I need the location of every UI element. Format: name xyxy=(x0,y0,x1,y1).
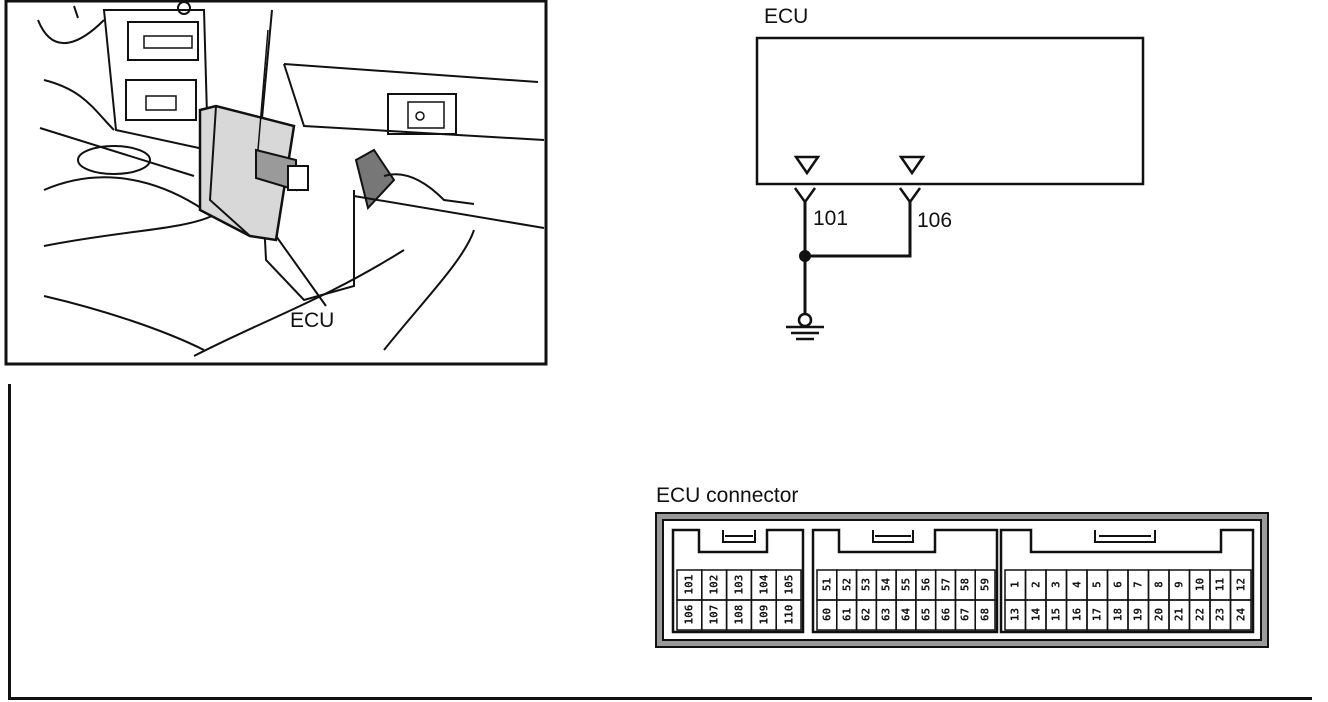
pin-number: 54 xyxy=(879,577,893,592)
pin-number: 65 xyxy=(919,607,933,622)
frame-bottom-line xyxy=(8,697,1312,700)
pin-number: 55 xyxy=(899,577,913,592)
pin-cell xyxy=(1229,599,1252,631)
pin-number: 105 xyxy=(782,574,796,595)
pin-number: 24 xyxy=(1234,607,1248,622)
pin-number: 67 xyxy=(958,607,972,622)
pin-number: 21 xyxy=(1172,607,1186,622)
pin-number: 61 xyxy=(840,607,854,622)
pin-number: 13 xyxy=(1008,607,1022,622)
connector-title: ECU connector xyxy=(656,484,799,507)
connector-block-left xyxy=(671,528,805,634)
ground-point xyxy=(797,312,813,328)
ecu-schematic: ECU 101 106 xyxy=(740,0,1160,350)
pin-number: 17 xyxy=(1090,607,1104,622)
pin-number: 59 xyxy=(978,577,992,592)
pin-number: 10 xyxy=(1193,577,1207,592)
pin-number: 102 xyxy=(707,574,721,595)
pin-number: 22 xyxy=(1193,607,1207,622)
pin-number: 66 xyxy=(939,607,953,622)
frame-left-line xyxy=(8,384,11,700)
pin-101-marker xyxy=(793,155,821,176)
pin-number: 2 xyxy=(1029,581,1043,588)
pin-label-101: 101 xyxy=(813,207,849,230)
pin-106-marker xyxy=(898,155,926,176)
pin-number: 51 xyxy=(820,577,834,592)
splice-dot xyxy=(799,250,811,262)
pin-number: 15 xyxy=(1049,607,1063,622)
pin-number: 101 xyxy=(682,574,696,595)
pin-number: 18 xyxy=(1111,607,1125,622)
ground-icon xyxy=(786,325,824,341)
pin-number: 19 xyxy=(1131,607,1145,622)
ecu-callout-label: ECU xyxy=(290,309,335,332)
pin-grid xyxy=(676,569,1252,631)
pin-number: 11 xyxy=(1213,577,1227,592)
pin-number: 56 xyxy=(919,577,933,592)
pin-number: 104 xyxy=(757,574,771,595)
pin-number: 23 xyxy=(1213,607,1227,622)
ecu-box xyxy=(755,36,1145,186)
pin-number: 57 xyxy=(939,577,953,592)
pin-number: 16 xyxy=(1070,607,1084,622)
pin-number: 107 xyxy=(707,604,721,625)
pin-number: 58 xyxy=(958,577,972,592)
pin-number: 4 xyxy=(1070,581,1084,588)
pin-cell xyxy=(775,599,802,631)
pin-number: 63 xyxy=(879,607,893,622)
pin-number: 103 xyxy=(732,574,746,595)
pin-number: 7 xyxy=(1131,581,1145,588)
pin-number: 8 xyxy=(1152,581,1166,588)
pin-number: 20 xyxy=(1152,607,1166,622)
pin-number: 64 xyxy=(899,607,913,622)
connector-housing xyxy=(655,512,1269,648)
pin-number: 109 xyxy=(757,604,771,625)
connector-block-mid xyxy=(811,528,999,634)
pin-number: 5 xyxy=(1090,581,1104,588)
pin-number: 108 xyxy=(732,604,746,625)
location-illustration: ECU xyxy=(4,0,548,366)
pin-label-106: 106 xyxy=(917,209,953,232)
pin-number: 53 xyxy=(859,577,873,592)
pin-cell xyxy=(974,599,996,631)
pin-number: 14 xyxy=(1029,607,1043,622)
pin-number: 62 xyxy=(859,607,873,622)
pin-number: 1 xyxy=(1008,581,1022,588)
schematic-wiring xyxy=(755,36,1145,341)
pin-number: 52 xyxy=(840,577,854,592)
schematic-title: ECU xyxy=(764,5,809,28)
pin-number: 106 xyxy=(682,604,696,625)
pin-number: 3 xyxy=(1049,581,1063,588)
pin-number: 12 xyxy=(1234,577,1248,592)
dashboard-drawing xyxy=(4,0,548,366)
pin-number: 6 xyxy=(1111,581,1125,588)
pin-number: 9 xyxy=(1172,581,1186,588)
pin-number: 60 xyxy=(820,607,834,622)
pin-number: 110 xyxy=(782,604,796,625)
pin-number: 68 xyxy=(978,607,992,622)
